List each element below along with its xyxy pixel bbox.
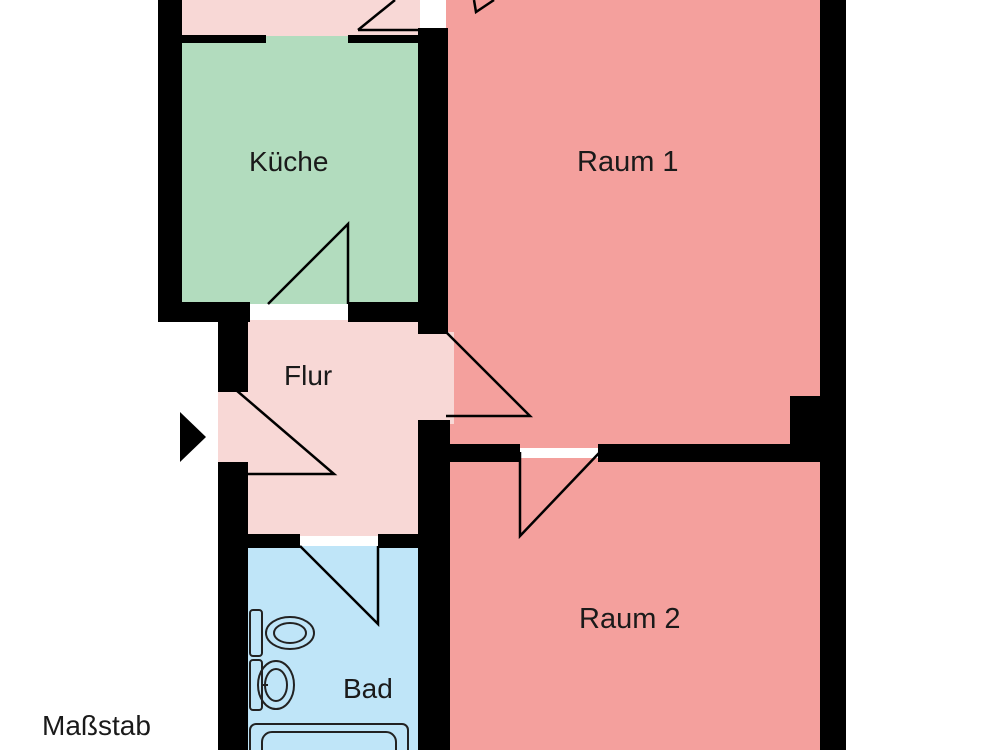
sink-icon bbox=[249, 659, 295, 711]
wall bbox=[158, 302, 250, 322]
wall bbox=[418, 28, 448, 334]
wall bbox=[418, 420, 450, 750]
room-kueche-fill bbox=[180, 36, 420, 304]
room-raum1-fill bbox=[446, 0, 822, 446]
wall bbox=[348, 302, 448, 322]
room-label-bad: Bad bbox=[343, 673, 393, 704]
wall bbox=[598, 444, 824, 462]
bathtub-icon bbox=[249, 723, 409, 750]
wall bbox=[790, 396, 824, 446]
bathroom-fixtures bbox=[249, 609, 409, 750]
wall bbox=[448, 444, 520, 462]
wall bbox=[158, 0, 182, 320]
room-label-flur: Flur bbox=[284, 360, 333, 391]
wall bbox=[218, 320, 248, 392]
room-flur-fill bbox=[236, 320, 448, 536]
toilet-icon bbox=[249, 609, 315, 657]
room-label-kueche: Küche bbox=[249, 146, 329, 177]
room-raum1-fill-bottom bbox=[446, 396, 792, 448]
room-raum2-fill bbox=[446, 458, 822, 750]
door-bad bbox=[299, 545, 380, 628]
wall bbox=[218, 462, 248, 750]
entry-fill bbox=[218, 390, 248, 464]
wall bbox=[820, 0, 846, 750]
room-label-raum1: Raum 1 bbox=[577, 146, 679, 178]
door-kueche bbox=[267, 220, 350, 305]
room-fills bbox=[180, 0, 822, 750]
door-raum1-raum2 bbox=[518, 451, 601, 540]
wall bbox=[246, 534, 300, 548]
door-flur-raum1 bbox=[445, 331, 534, 418]
door-entry bbox=[235, 389, 338, 476]
door-top-right bbox=[472, 0, 495, 15]
door-swings bbox=[235, 0, 601, 628]
flur-raum1-door-fill bbox=[418, 332, 454, 424]
wall bbox=[180, 35, 266, 43]
wall bbox=[348, 35, 420, 43]
entry-arrow-icon bbox=[180, 412, 206, 462]
room-label-raum2: Raum 2 bbox=[579, 603, 681, 635]
wall bbox=[378, 534, 420, 548]
walls bbox=[158, 0, 846, 750]
room-bad-fill bbox=[246, 546, 418, 750]
scale-label: Maßstab bbox=[42, 710, 151, 741]
door-top-left bbox=[357, 0, 396, 31]
